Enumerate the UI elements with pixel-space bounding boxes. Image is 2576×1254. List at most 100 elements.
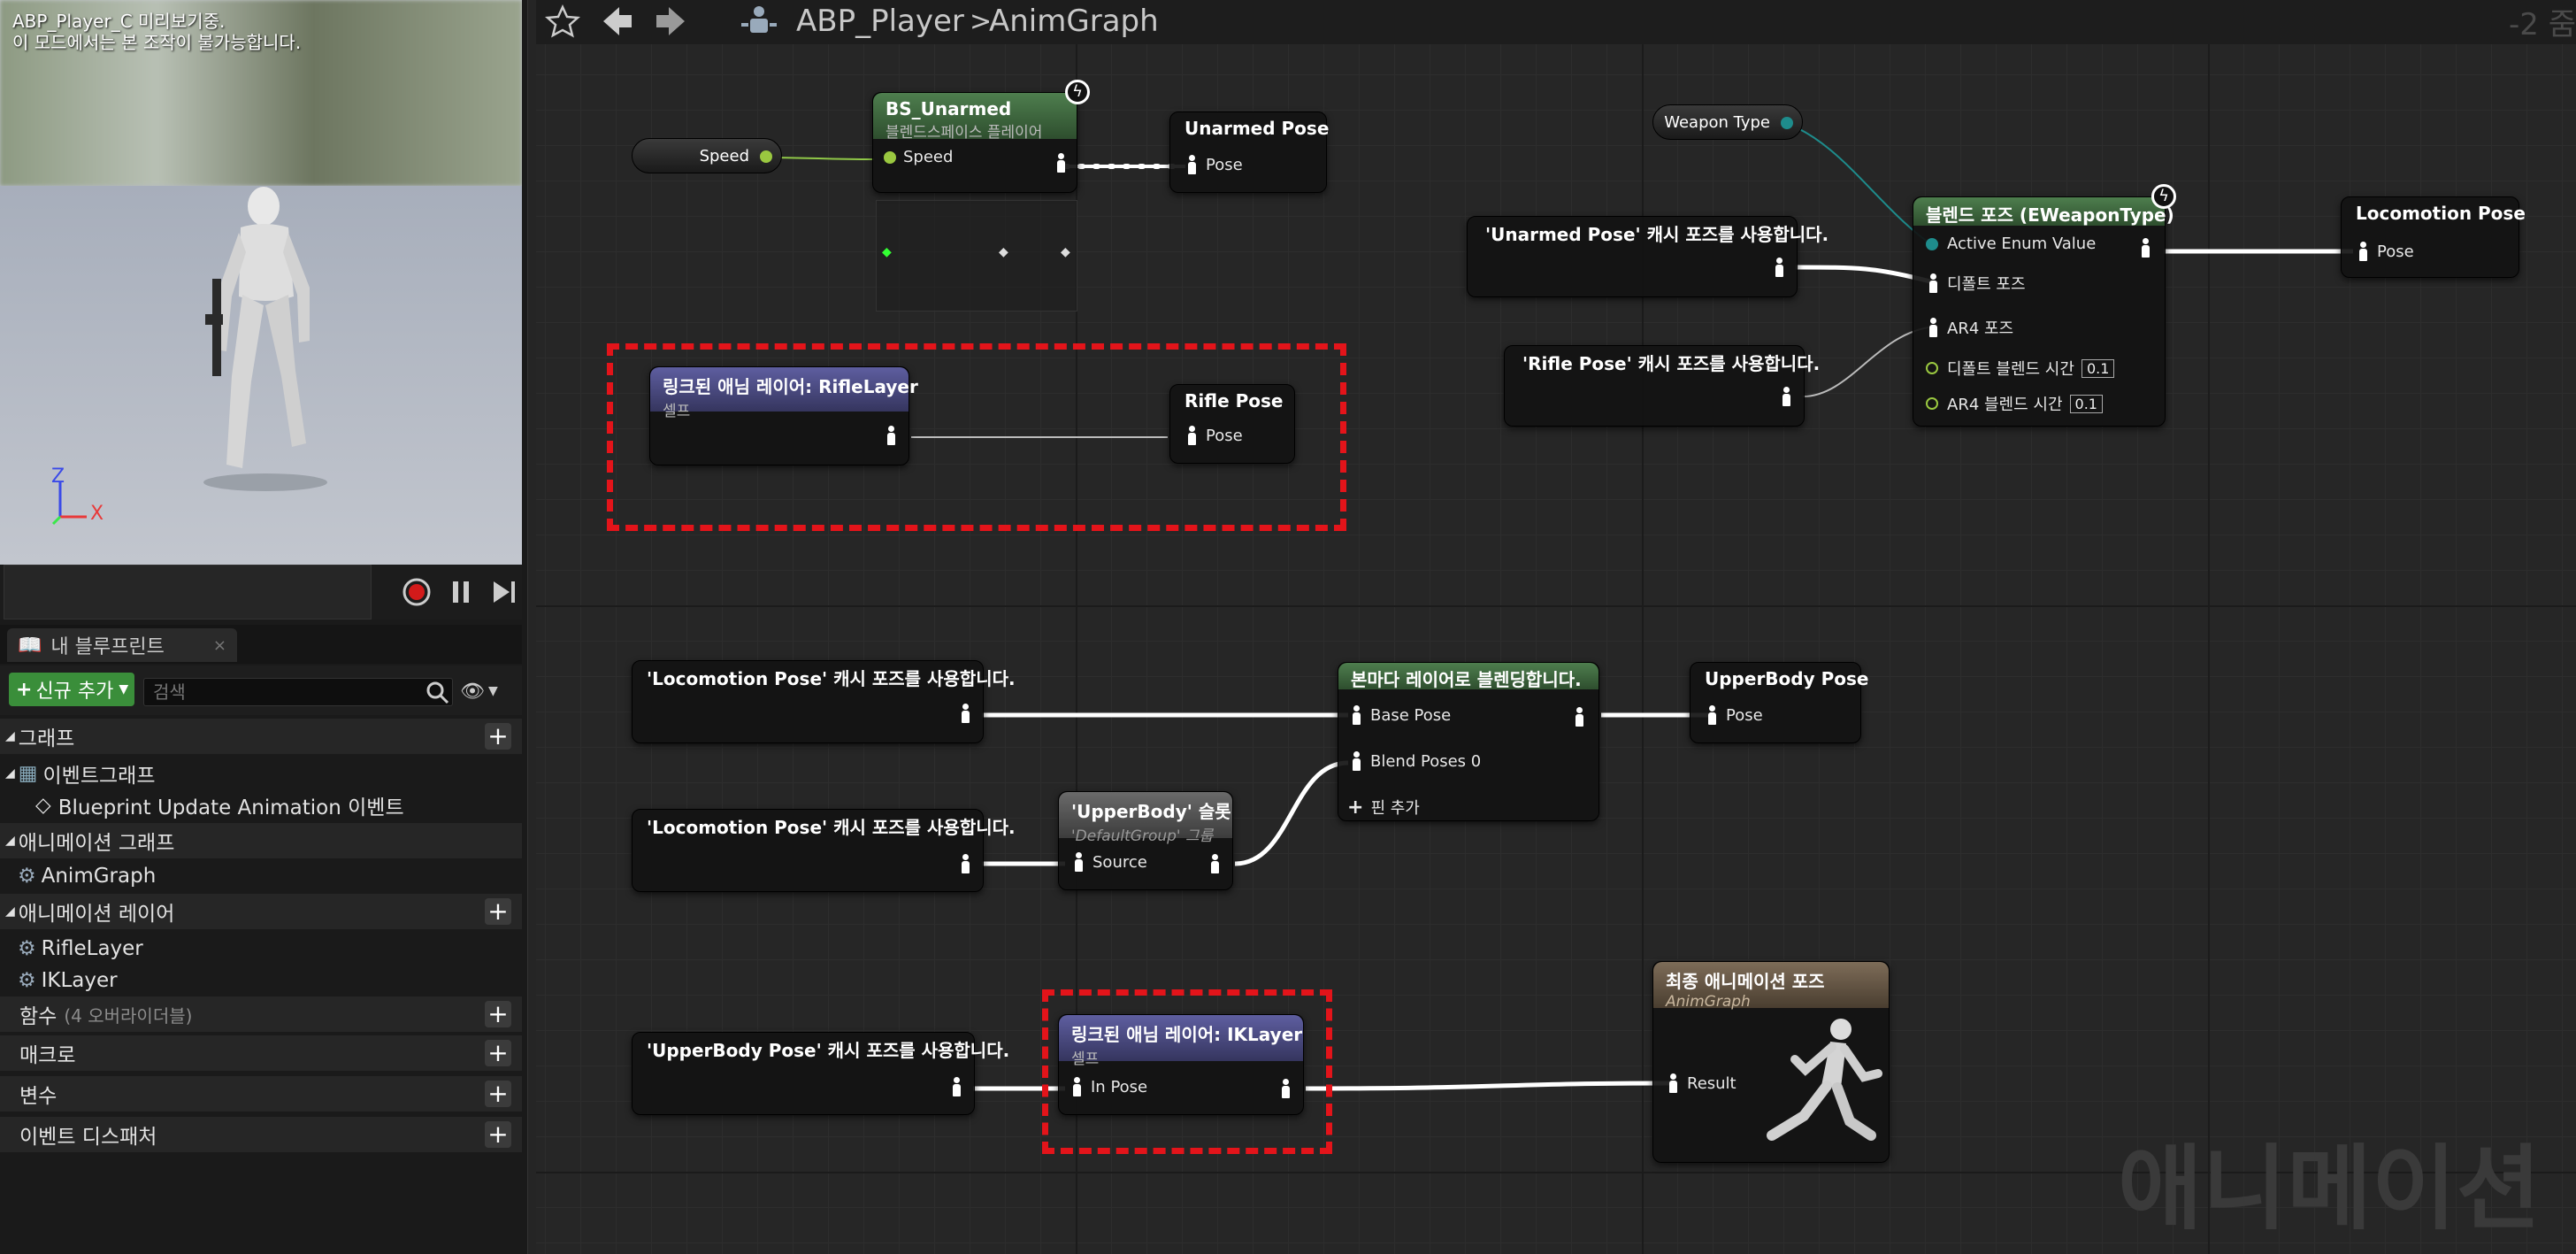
ik-layer-node[interactable]: 링크된 애님 레이어: IKLayer 셀프 In Pose bbox=[1058, 1014, 1304, 1115]
panel-splitter[interactable] bbox=[527, 0, 537, 1254]
pose-output-pin[interactable] bbox=[1055, 153, 1066, 173]
tree-variables[interactable]: 변수 + bbox=[0, 1076, 522, 1112]
pause-button[interactable] bbox=[446, 577, 476, 607]
pose-output-pin[interactable] bbox=[951, 1077, 962, 1096]
locomotion-pose-input-pin[interactable]: Pose bbox=[2358, 242, 2414, 261]
search-input[interactable] bbox=[143, 678, 453, 706]
pose-label: Pose bbox=[1206, 155, 1243, 174]
rifle-pose-input-pin[interactable]: Pose bbox=[1186, 426, 1243, 445]
active-enum-pin[interactable]: Active Enum Value bbox=[1926, 235, 2096, 253]
tab-close-icon[interactable]: × bbox=[212, 635, 226, 655]
ar4-pose-pin[interactable]: AR4 포즈 bbox=[1928, 316, 2013, 339]
breadcrumb-root[interactable]: ABP_Player bbox=[796, 4, 964, 39]
add-new-label: 신규 추가 bbox=[35, 681, 114, 703]
rifle-layer-title: 링크된 애님 레이어: RifleLayer bbox=[663, 376, 918, 397]
default-blend-time-value[interactable]: 0.1 bbox=[2081, 358, 2115, 378]
speed-variable-node[interactable]: Speed bbox=[632, 138, 782, 173]
pose-output-pin[interactable] bbox=[1781, 387, 1791, 406]
tree-macros[interactable]: 매크로 + bbox=[0, 1035, 522, 1071]
add-layer-button[interactable]: + bbox=[485, 898, 511, 925]
pose-output-pin[interactable] bbox=[1280, 1079, 1291, 1098]
tree-event-dispatchers[interactable]: 이벤트 디스패처 + bbox=[0, 1117, 522, 1152]
preview-viewport[interactable]: ABP_Player_C 미리보기중. 이 모드에서는 본 조작이 불가능합니다… bbox=[0, 0, 522, 565]
unarmed-pose-cache-node[interactable]: Unarmed Pose Pose bbox=[1169, 112, 1329, 193]
blend-poses-by-enum-node[interactable]: 블렌드 포즈 (EWeaponType) Active Enum Value 디… bbox=[1913, 196, 2174, 427]
enum-pin-icon bbox=[1926, 237, 1938, 250]
tree-ik-layer[interactable]: ⚙ IKLayer bbox=[0, 963, 522, 998]
pose-output-pin[interactable] bbox=[1574, 707, 1584, 727]
default-blend-time-pin[interactable]: 디폴트 블렌드 시간 0.1 bbox=[1926, 357, 2115, 380]
add-new-button[interactable]: + 신규 추가 ▼ bbox=[9, 673, 134, 706]
use-locomotion-pose-node-1[interactable]: 'Locomotion Pose' 캐시 포즈를 사용합니다. bbox=[632, 660, 1016, 743]
use-unarmed-pose-node[interactable]: 'Unarmed Pose' 캐시 포즈를 사용합니다. bbox=[1467, 216, 1828, 297]
blendspace-speed-pin[interactable]: Speed bbox=[884, 148, 953, 166]
event-diamond-icon: ◇ bbox=[35, 794, 51, 817]
base-pose-pin[interactable]: Base Pose bbox=[1351, 705, 1451, 725]
rifle-layer-subtitle: 셀프 bbox=[663, 403, 691, 420]
my-blueprint-tab[interactable]: 📖 내 블루프린트 × bbox=[7, 628, 237, 662]
pose-output-pin[interactable] bbox=[2140, 238, 2150, 258]
tree-animgraph[interactable]: ⚙ AnimGraph bbox=[0, 858, 522, 894]
pose-output-pin[interactable] bbox=[960, 854, 970, 873]
ar4-blend-time-value[interactable]: 0.1 bbox=[2069, 394, 2103, 413]
add-dispatcher-button[interactable]: + bbox=[485, 1121, 511, 1148]
preview-message-2: 이 모드에서는 본 조작이 불가능합니다. bbox=[12, 32, 302, 53]
tree-update-animation-event[interactable]: ◇ Blueprint Update Animation 이벤트 bbox=[0, 788, 522, 823]
active-enum-label: Active Enum Value bbox=[1947, 235, 2097, 253]
pose-pin-icon bbox=[1073, 852, 1084, 872]
locomotion-pose-cache-node[interactable]: Locomotion Pose Pose bbox=[2341, 196, 2526, 278]
step-forward-button[interactable] bbox=[488, 577, 518, 607]
add-macro-button[interactable]: + bbox=[485, 1040, 511, 1066]
ar4-blend-time-pin[interactable]: AR4 블렌드 시간 0.1 bbox=[1926, 392, 2103, 415]
unarmed-pose-input-pin[interactable]: Pose bbox=[1186, 155, 1243, 174]
ik-layer-title: 링크된 애님 레이어: IKLayer bbox=[1071, 1024, 1303, 1045]
pose-output-pin[interactable] bbox=[1774, 258, 1784, 277]
tree-rifle-layer[interactable]: ⚙ RifleLayer bbox=[0, 931, 522, 966]
slot-source-pin[interactable]: Source bbox=[1073, 852, 1147, 872]
layered-blend-per-bone-node[interactable]: 본마다 레이어로 블렌딩합니다. Base Pose Blend Poses 0… bbox=[1338, 662, 1599, 821]
forward-arrow-icon[interactable] bbox=[653, 4, 688, 39]
speed-variable-label: Speed bbox=[699, 146, 749, 165]
blend-poses-0-pin[interactable]: Blend Poses 0 bbox=[1351, 751, 1481, 771]
upperbody-pose-input-pin[interactable]: Pose bbox=[1706, 705, 1763, 725]
ik-layer-subtitle: 셀프 bbox=[1071, 1050, 1100, 1068]
layered-blend-title: 본마다 레이어로 블렌딩합니다. bbox=[1351, 669, 1582, 690]
rifle-pose-cache-node[interactable]: Rifle Pose Pose bbox=[1169, 384, 1295, 464]
default-pose-pin[interactable]: 디폴트 포즈 bbox=[1928, 272, 2026, 295]
tree-anim-layers[interactable]: ◢ 애니메이션 레이어 + bbox=[0, 894, 522, 929]
upperbody-slot-node[interactable]: 'UpperBody' 슬롯 'DefaultGroup' 그룹 Source bbox=[1058, 791, 1233, 890]
record-button[interactable] bbox=[402, 577, 432, 607]
bookmark-star-icon[interactable] bbox=[545, 4, 580, 39]
view-options-button[interactable]: 👁▼ bbox=[460, 678, 513, 704]
tree-functions[interactable]: 함수 (4 오버라이더블) + bbox=[0, 996, 522, 1032]
pose-output-pin[interactable] bbox=[1209, 854, 1220, 873]
back-arrow-icon[interactable] bbox=[600, 4, 635, 39]
blendspace-node[interactable]: BS_Unarmed 블렌드스페이스 플레이어 Speed bbox=[872, 92, 1077, 193]
use-upperbody-pose-node[interactable]: 'UpperBody Pose' 캐시 포즈를 사용합니다. bbox=[632, 1032, 1009, 1115]
final-result-pin[interactable]: Result bbox=[1668, 1073, 1736, 1093]
enum-output-pin[interactable] bbox=[1781, 117, 1793, 129]
tree-event-graph[interactable]: ◢ ▦ 이벤트그래프 bbox=[0, 756, 522, 791]
pose-output-pin[interactable] bbox=[886, 426, 896, 445]
pose-label: Pose bbox=[2377, 242, 2414, 261]
add-pin-button[interactable]: + 핀 추가 bbox=[1347, 796, 1420, 819]
blendspace-subtitle: 블렌드스페이스 플레이어 bbox=[886, 124, 1043, 142]
add-graph-button[interactable]: + bbox=[485, 723, 511, 750]
speed-output-pin[interactable] bbox=[760, 150, 772, 163]
timeline-field[interactable] bbox=[4, 565, 372, 619]
use-locomotion-pose-node-2[interactable]: 'Locomotion Pose' 캐시 포즈를 사용합니다. bbox=[632, 809, 1016, 892]
add-function-button[interactable]: + bbox=[485, 1001, 511, 1027]
weapon-type-variable-node[interactable]: Weapon Type bbox=[1652, 104, 1803, 140]
final-animation-pose-node[interactable]: 최종 애니메이션 포즈 AnimGraph Result bbox=[1652, 961, 1890, 1163]
pose-output-pin[interactable] bbox=[960, 704, 970, 723]
add-variable-button[interactable]: + bbox=[485, 1081, 511, 1107]
use-rifle-pose-node[interactable]: 'Rifle Pose' 캐시 포즈를 사용합니다. bbox=[1504, 345, 1820, 427]
default-blend-time-label: 디폴트 블렌드 시간 bbox=[1947, 360, 2074, 379]
tree-anim-graphs[interactable]: ◢ 애니메이션 그래프 bbox=[0, 823, 522, 858]
upperbody-pose-cache-node[interactable]: UpperBody Pose Pose bbox=[1690, 662, 1868, 743]
rifle-layer-node[interactable]: 링크된 애님 레이어: RifleLayer 셀프 bbox=[649, 366, 918, 465]
record-icon bbox=[402, 578, 431, 606]
ik-in-pose-pin[interactable]: In Pose bbox=[1071, 1077, 1147, 1096]
tree-graphs[interactable]: ◢ 그래프 + bbox=[0, 719, 522, 754]
breadcrumb-current[interactable]: AnimGraph bbox=[989, 4, 1159, 39]
